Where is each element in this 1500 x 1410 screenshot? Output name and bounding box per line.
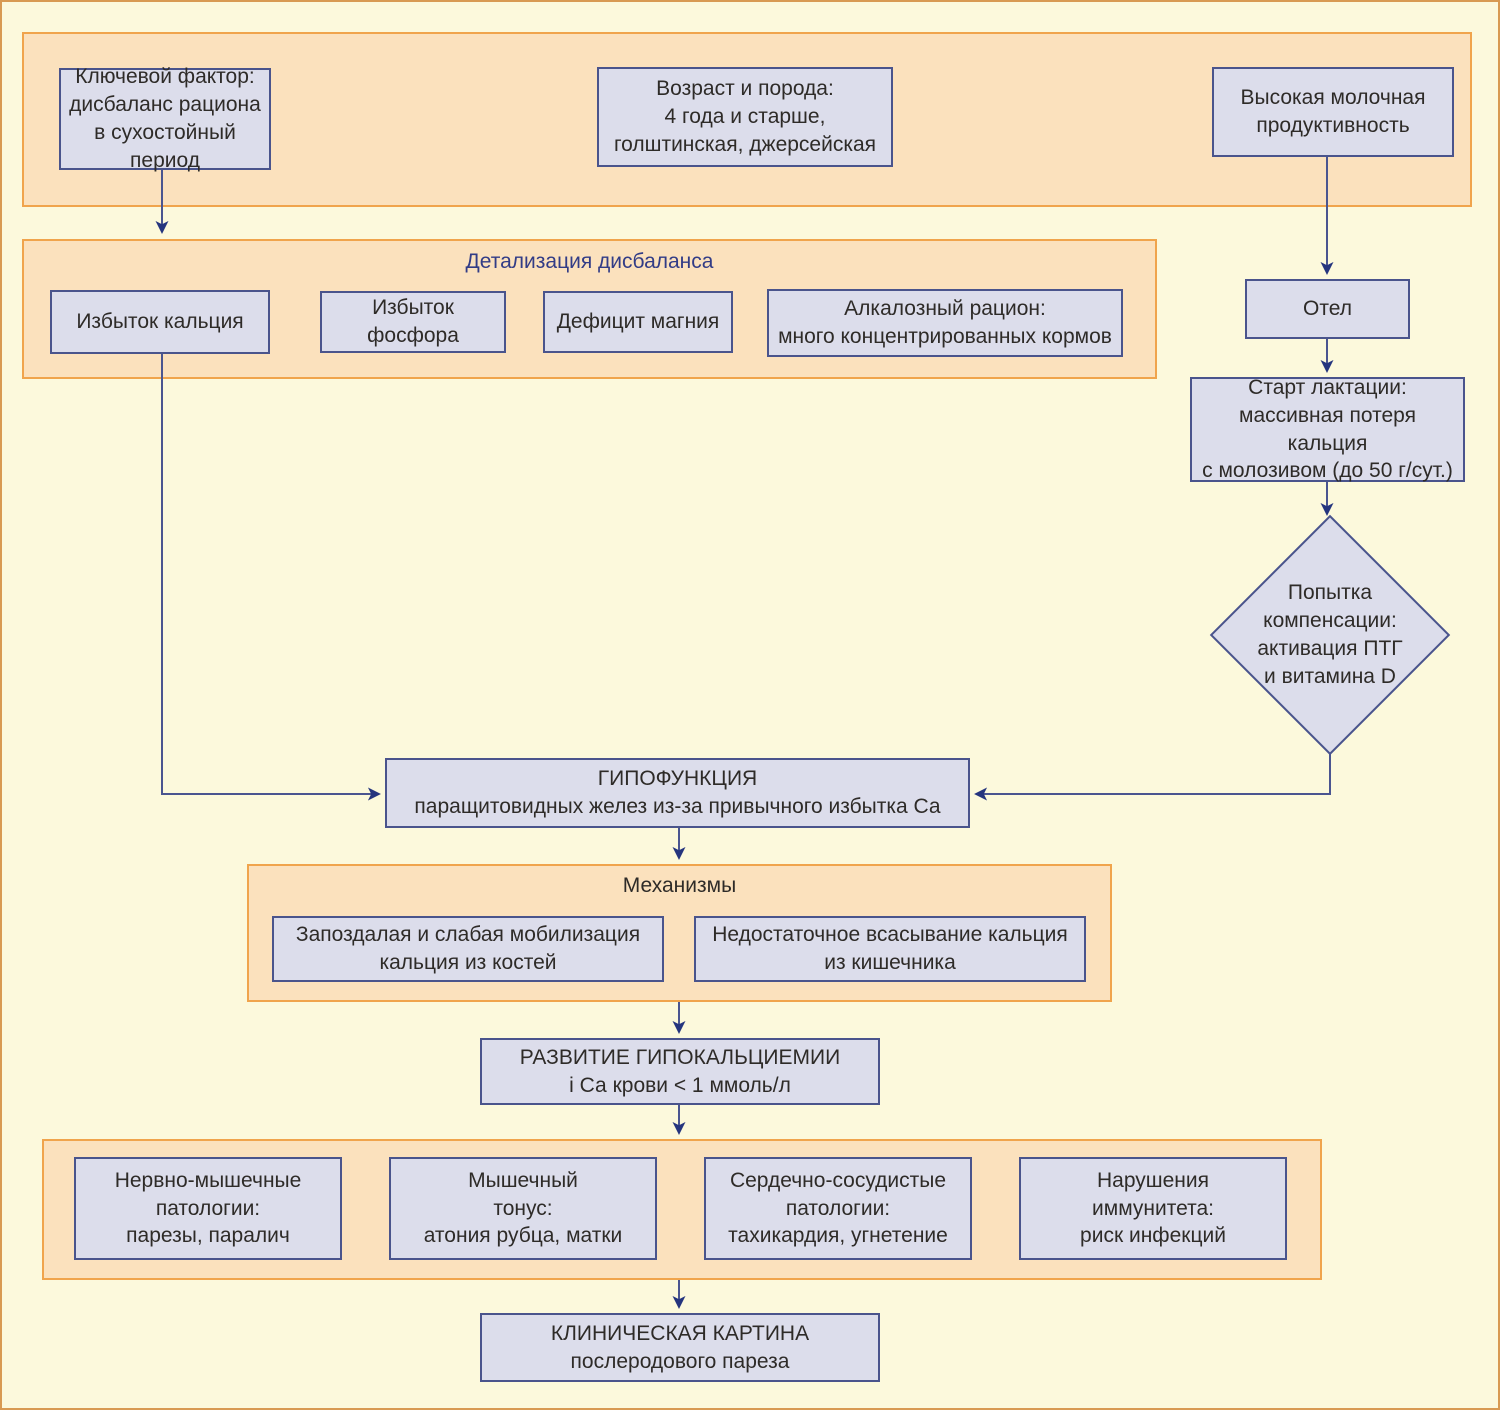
- node-clinical-picture: КЛИНИЧЕСКАЯ КАРТИНА послеродового пареза: [480, 1313, 880, 1382]
- node-neuromuscular: Нервно-мышечные патологии: парезы, парал…: [74, 1157, 342, 1260]
- arrow-excessca-to-hypofunction: [161, 354, 381, 801]
- panel-imbalance-detail-title: Детализация дисбаланса: [465, 250, 714, 273]
- decision-compensation-label: Попытка компенсации: активация ПТГ и вит…: [1257, 581, 1403, 688]
- node-alkaline-ration: Алкалозный рацион: много концентрированн…: [767, 289, 1123, 357]
- panel-mechanisms-title: Механизмы: [622, 874, 737, 897]
- node-lactation-start: Старт лактации: массивная потеря кальция…: [1190, 376, 1465, 482]
- node-immunity: Нарушения иммунитета: риск инфекций: [1019, 1157, 1287, 1260]
- node-intestinal-absorption: Недостаточное всасывание кальция из кише…: [694, 916, 1086, 982]
- node-bone-mobilization: Запоздалая и слабая мобилизация кальция …: [272, 916, 664, 982]
- node-age-breed: Возраст и порода: 4 года и старше, голшт…: [597, 67, 893, 167]
- node-muscle-tone: Мышечный тонус: атония рубца, матки: [389, 1157, 657, 1260]
- arrow-diamond-to-hypofunction: [974, 753, 1331, 801]
- node-key-factor: Ключевой фактор: дисбаланс рациона в сух…: [59, 65, 271, 172]
- node-excess-calcium: Избыток кальция: [50, 290, 270, 354]
- node-hypocalcemia: РАЗВИТИЕ ГИПОКАЛЬЦИЕМИИ i Са крови < 1 м…: [480, 1038, 880, 1105]
- node-calving: Отел: [1245, 279, 1410, 339]
- node-excess-phosphorus: Избыток фосфора: [320, 291, 506, 353]
- node-high-yield: Высокая молочная продуктивность: [1212, 67, 1454, 157]
- node-cardiovascular: Сердечно-сосудистые патологии: тахикарди…: [704, 1157, 972, 1260]
- node-magnesium-deficit: Дефицит магния: [543, 291, 733, 353]
- node-hypofunction: ГИПОФУНКЦИЯ паращитовидных желез из-за п…: [385, 758, 970, 828]
